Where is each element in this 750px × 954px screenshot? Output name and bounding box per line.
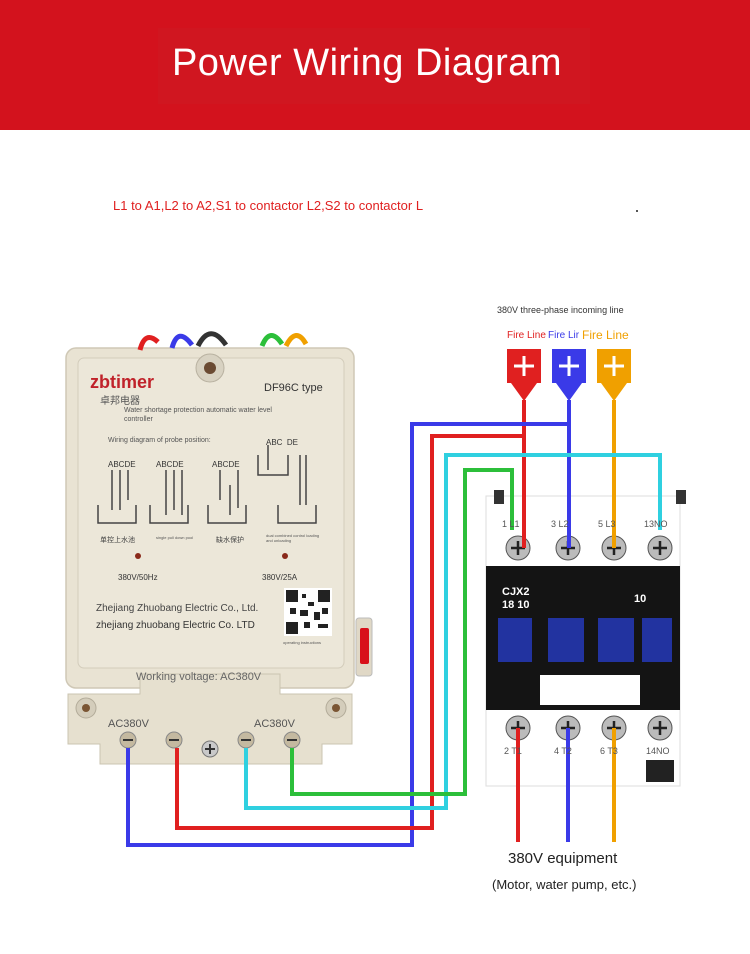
qr-caption: operating instructions bbox=[283, 640, 322, 645]
maker-en: Zhejiang Zhuobang Electric Co., Ltd. bbox=[96, 603, 259, 614]
maker-en-2: zhejiang zhuobang Electric Co. LTD bbox=[96, 620, 255, 631]
title-box bbox=[158, 28, 590, 104]
probe-heading: Wiring diagram of probe position: bbox=[108, 437, 211, 444]
incoming-line-label: 380V three-phase incoming line bbox=[497, 305, 624, 315]
controller-brand-cn: 卓邦电器 bbox=[100, 396, 140, 407]
phase-label-3: Fire Line bbox=[582, 328, 629, 342]
probe-caption-4: dual combined control loading and unload… bbox=[266, 533, 320, 543]
contactor-model-2: 18 10 bbox=[502, 599, 530, 611]
working-voltage: Working voltage: AC380V bbox=[136, 671, 262, 683]
bottom-terminal-1: 2 T1 bbox=[504, 746, 522, 756]
load-label: 380V equipment bbox=[508, 850, 618, 867]
wiring-instruction: L1 to A1,L2 to A2,S1 to contactor L2,S2 … bbox=[113, 198, 424, 213]
controller-brand: zbtimer bbox=[90, 372, 155, 392]
stray-dot bbox=[636, 210, 638, 212]
terminal-label-left: AC380V bbox=[108, 718, 149, 730]
indicator-right: 380V/25A bbox=[262, 573, 298, 582]
indicator-left: 380V/50Hz bbox=[118, 573, 158, 582]
controller-model: DF96C type bbox=[264, 382, 323, 394]
probe-letters-4: ABC DE bbox=[266, 438, 299, 447]
phase-label-2: Fire Lir bbox=[548, 330, 580, 341]
phase-plus-boxes bbox=[507, 349, 631, 401]
bottom-terminal-3: 6 T3 bbox=[600, 746, 618, 756]
terminal-label-right: AC380V bbox=[254, 718, 295, 730]
contactor-model-1: CJX2 bbox=[502, 586, 530, 598]
probe-caption-3: 缺水保护 bbox=[216, 537, 244, 544]
controller-device bbox=[65, 331, 373, 765]
top-terminal-1: 1 L1 bbox=[502, 519, 520, 529]
controller-subtitle: Water shortage protection automatic wate… bbox=[124, 407, 272, 423]
load-sublabel: (Motor, water pump, etc.) bbox=[492, 877, 637, 892]
probe-letters-2: ABCDE bbox=[156, 460, 184, 469]
top-terminal-2: 3 L2 bbox=[551, 519, 569, 529]
top-terminal-4: 13NO bbox=[644, 519, 668, 529]
probe-letters-3: ABCDE bbox=[212, 460, 240, 469]
probe-caption-1: 单控上水池 bbox=[100, 537, 135, 544]
probe-caption-2: single pull down pool bbox=[156, 535, 194, 540]
top-terminal-3: 5 L3 bbox=[598, 519, 616, 529]
page-title: Power Wiring Diagram bbox=[171, 42, 563, 84]
contactor-aux: 10 bbox=[634, 593, 647, 605]
bottom-terminal-4: 14NO bbox=[646, 746, 670, 756]
bottom-terminal-2: 4 T2 bbox=[554, 746, 572, 756]
phase-label-1: Fire Line bbox=[507, 330, 546, 341]
probe-letters-1: ABCDE bbox=[108, 460, 136, 469]
